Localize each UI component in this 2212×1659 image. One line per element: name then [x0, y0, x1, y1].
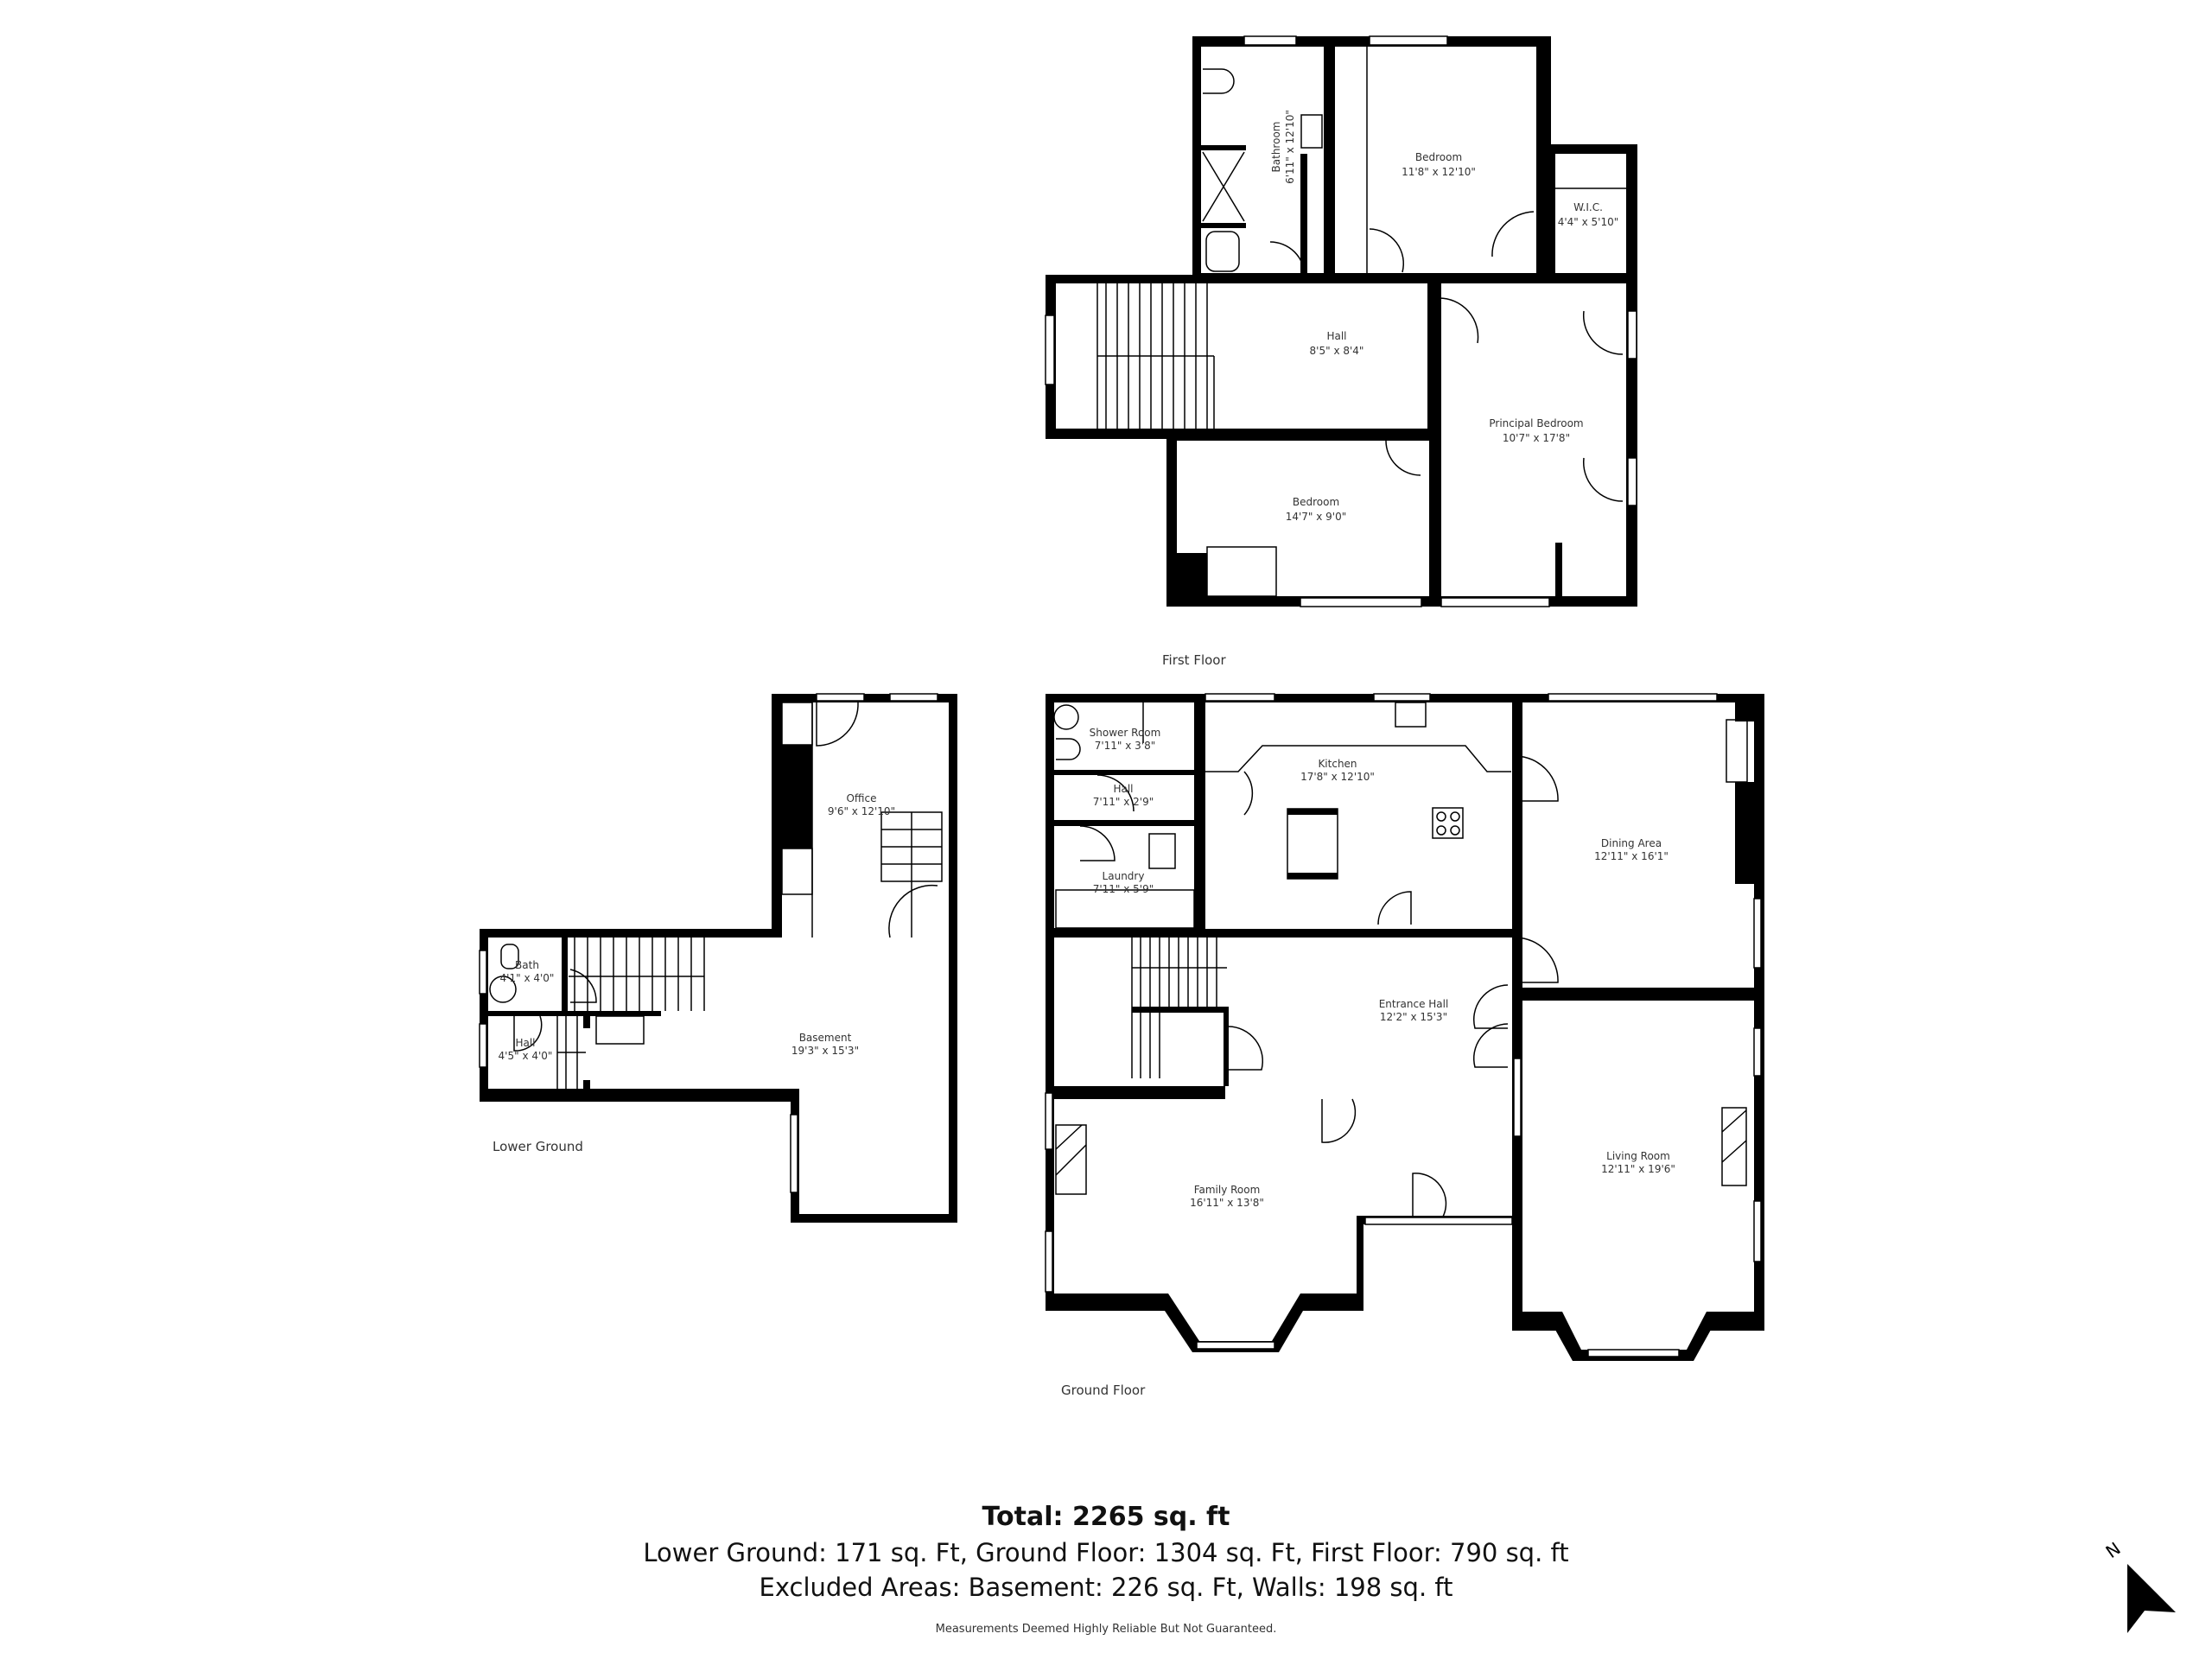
- svg-text:W.I.C.4'4" x 5'10": W.I.C. 4'4" x 5'10": [1558, 201, 1619, 228]
- basement-stairs: [556, 938, 705, 1089]
- label-bedroom-south: Bedroom: [1293, 496, 1339, 508]
- label-lower-bath: Bath: [515, 959, 539, 971]
- label-lower-hall-dims: 4'5" x 4'0": [499, 1050, 553, 1062]
- label-kitchen-dims: 17'8" x 12'10": [1300, 771, 1375, 783]
- room-principal-bedroom: [1441, 283, 1626, 596]
- label-wic-dims: 4'4" x 5'10": [1558, 216, 1619, 228]
- room-wic: [1555, 154, 1626, 273]
- ground-floor-label: Ground Floor: [1061, 1382, 1146, 1398]
- label-entrance-hall: Entrance Hall: [1379, 998, 1449, 1010]
- label-family-room-dims: 16'11" x 13'8": [1190, 1197, 1264, 1209]
- label-lower-bath-dims: 4'1" x 4'0": [500, 972, 555, 984]
- room-laundry: [1054, 826, 1194, 928]
- room-living-room: [1522, 1001, 1754, 1312]
- label-ground-hall: Hall: [1113, 783, 1133, 795]
- label-entrance-hall-dims: 12'2" x 15'3": [1380, 1011, 1447, 1023]
- room-first-bedroom-north: [1335, 47, 1536, 273]
- label-bedroom-north: Bedroom: [1415, 151, 1462, 163]
- excluded-areas: Excluded Areas: Basement: 226 sq. Ft, Wa…: [759, 1573, 1453, 1602]
- north-arrow-icon: [2127, 1564, 2176, 1633]
- room-entrance-hall: [1054, 938, 1512, 1086]
- room-first-bedroom-south: [1177, 441, 1429, 596]
- label-shower-room-dims: 7'11" x 3'8": [1095, 740, 1156, 752]
- label-basement-dims: 19'3" x 15'3": [791, 1045, 859, 1057]
- room-kitchen: [1205, 702, 1512, 929]
- label-office: Office: [846, 792, 876, 804]
- room-ground-hall: [1054, 775, 1194, 820]
- label-kitchen: Kitchen: [1318, 758, 1357, 770]
- lower-ground-label: Lower Ground: [493, 1139, 583, 1154]
- label-bedroom-south-dims: 14'7" x 9'0": [1286, 511, 1347, 523]
- label-laundry-dims: 7'11" x 5'9": [1093, 883, 1154, 895]
- disclaimer: Measurements Deemed Highly Reliable But …: [935, 1623, 1277, 1636]
- label-shower-room: Shower Room: [1090, 727, 1161, 739]
- label-first-hall: Hall: [1326, 330, 1346, 342]
- label-first-hall-dims: 8'5" x 8'4": [1310, 345, 1364, 357]
- label-wic: W.I.C.: [1573, 201, 1603, 213]
- label-dining-area-dims: 12'11" x 16'1": [1594, 850, 1669, 862]
- room-family-room: [1054, 1099, 1357, 1294]
- label-living-room: Living Room: [1606, 1150, 1670, 1162]
- label-principal-bedroom: Principal Bedroom: [1489, 417, 1583, 429]
- label-family-room: Family Room: [1194, 1184, 1261, 1196]
- label-living-room-dims: 12'11" x 19'6": [1601, 1163, 1675, 1175]
- label-office-dims: 9'6" x 12'10": [828, 805, 895, 817]
- label-principal-bedroom-dims: 10'7" x 17'8": [1503, 432, 1570, 444]
- label-ground-hall-dims: 7'11" x 2'9": [1093, 796, 1154, 808]
- first-floor-label: First Floor: [1162, 652, 1226, 668]
- floor-area-breakdown: Lower Ground: 171 sq. Ft, Ground Floor: …: [643, 1538, 1569, 1567]
- first-floor-stairs: [1096, 283, 1215, 429]
- total-area: Total: 2265 sq. ft: [982, 1502, 1230, 1532]
- label-laundry: Laundry: [1103, 870, 1145, 882]
- room-office-lower: [782, 894, 949, 938]
- label-dining-area: Dining Area: [1601, 837, 1662, 849]
- label-basement: Basement: [799, 1032, 852, 1044]
- compass: N: [2091, 1538, 2212, 1650]
- label-lower-hall: Hall: [515, 1037, 535, 1049]
- office-stairs: [880, 811, 943, 938]
- room-dining-area: [1522, 702, 1754, 988]
- ground-floor-stairs: [1131, 938, 1229, 1086]
- label-bedroom-north-dims: 11'8" x 12'10": [1402, 166, 1476, 178]
